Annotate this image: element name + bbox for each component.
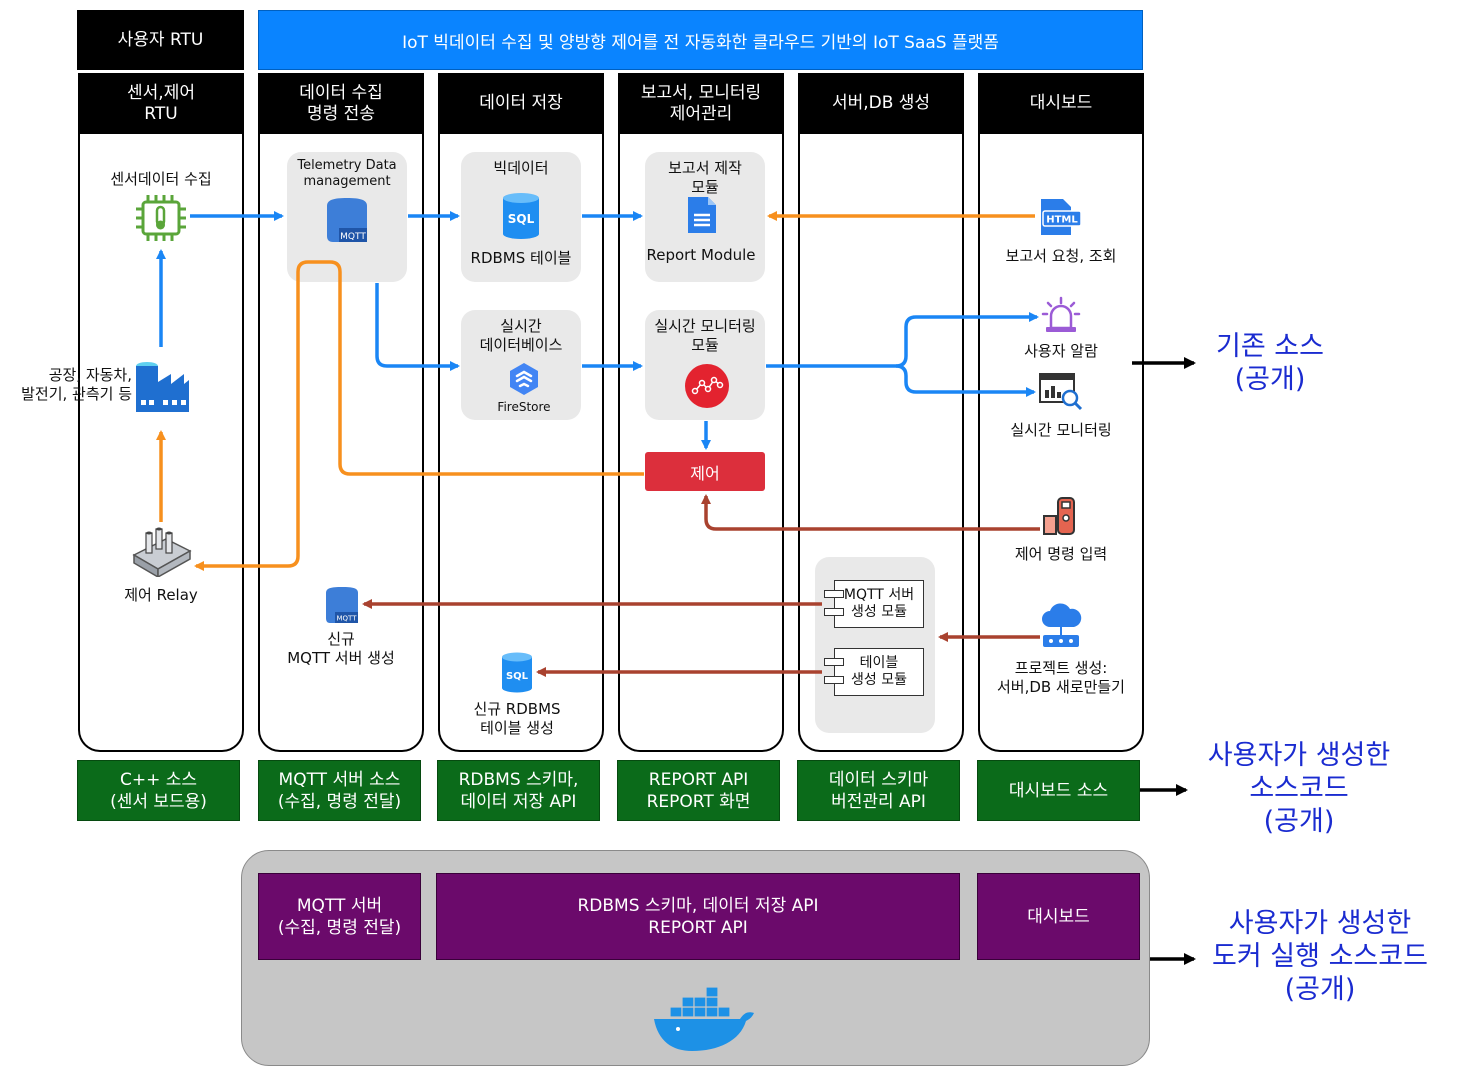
rt-monitoring-label: 실시간 모니터링 [1010,421,1112,439]
new-mqtt-icon-text: MQTT [337,615,358,623]
project-create-label: 프로젝트 생성: 서버,DB 새로만들기 [997,659,1125,696]
rdbms-source-box: RDBMS 스키마, 데이터 저장 API [437,760,600,821]
column-title-sensor: 센서,제어 RTU [78,73,244,134]
mqtt-source-box: MQTT 서버 소스 (수집, 명령 전달) [258,760,421,821]
cpp-source-box: C++ 소스 (센서 보드용) [77,760,240,821]
new-rdbms-label: 신규 RDBMS 테이블 생성 [473,700,561,737]
column-title-server: 서버,DB 생성 [798,73,964,134]
column-dashboard-body [978,132,1144,752]
firestore-label: FireStore [497,400,551,414]
column-title-collect: 데이터 수집 명령 전송 [258,73,424,134]
mqtt-module-port-top [824,590,844,598]
user-alarm-label: 사용자 알람 [1024,342,1098,360]
mqtt-module-port-bottom [824,608,844,616]
table-module-port-bottom [824,676,844,684]
sql-database-icon: SQL [502,192,540,240]
alarm-icon [1040,296,1082,334]
report-request-label: 보고서 요청, 조회 [1005,247,1117,265]
monitor-screen-icon [1038,372,1084,412]
mqtt-icon-text: MQTT [340,232,366,242]
factory-icon [133,358,191,414]
docker-whale-icon [648,985,760,1055]
rdbms-table-label: RDBMS 테이블 [470,249,572,267]
realtime-db-label: 실시간 데이터베이스 [479,317,563,354]
new-mqtt-label: 신규 MQTT 서버 생성 [287,630,395,667]
cloud-network-icon [1040,603,1082,649]
sensor-collect-label: 센서데이터 수집 [110,170,212,188]
relay-label: 제어 Relay [124,586,198,604]
monitoring-graph-icon [684,363,730,409]
factory-label: 공장, 자동차, 발전기, 관측기 등 [21,366,132,403]
new-sql-database-icon: SQL [501,652,533,694]
report-module-label: Report Module [646,246,756,264]
control-cmd-label: 제어 명령 입력 [1014,545,1108,563]
firestore-icon [507,362,541,396]
document-icon [686,195,718,235]
new-mqtt-server-icon: MQTT [324,585,360,625]
user-source-label: 사용자가 생성한 소스코드 (공개) [1207,740,1391,837]
control-panel-icon [1040,494,1082,538]
column-title-storage: 데이터 저장 [438,73,604,134]
column-title-report: 보고서, 모니터링 제어관리 [618,73,784,134]
dashboard-source-box: 대시보드 소스 [977,760,1140,821]
bigdata-label: 빅데이터 [493,159,549,177]
docker-dashboard-box: 대시보드 [977,873,1140,960]
user-rtu-header: 사용자 RTU [77,10,244,70]
mqtt-server-icon: MQTT [325,196,369,244]
docker-mqtt-box: MQTT 서버 (수집, 명령 전달) [258,873,421,960]
html-icon: HTML [1037,197,1083,237]
table-module-port-top [824,658,844,666]
sensor-chip-icon [134,193,188,243]
mqtt-create-module: MQTT 서버 생성 모듈 [834,580,924,628]
sql-icon-text: SQL [508,212,535,226]
column-title-dashboard: 대시보드 [978,73,1144,134]
schema-version-box: 데이터 스키마 버전관리 API [797,760,960,821]
html-icon-text: HTML [1046,215,1078,226]
docker-source-label: 사용자가 생성한 도커 실행 소스코드 (공개) [1212,908,1428,1005]
new-sql-icon-text: SQL [506,671,529,682]
existing-source-label: 기존 소스 (공개) [1216,331,1324,395]
control-button[interactable]: 제어 [645,452,765,491]
telemetry-label: Telemetry Data management [297,158,397,189]
report-make-label: 보고서 제작 모듈 [668,159,742,196]
report-source-box: REPORT API REPORT 화면 [617,760,780,821]
table-create-module: 테이블 생성 모듈 [834,648,924,696]
rt-monitor-module-label: 실시간 모니터링 모듈 [654,317,756,354]
relay-icon [130,525,194,579]
docker-rdbms-box: RDBMS 스키마, 데이터 저장 API REPORT API [436,873,960,960]
platform-title-header: IoT 빅데이터 수집 및 양방향 제어를 전 자동화한 클라우드 기반의 Io… [258,10,1143,70]
